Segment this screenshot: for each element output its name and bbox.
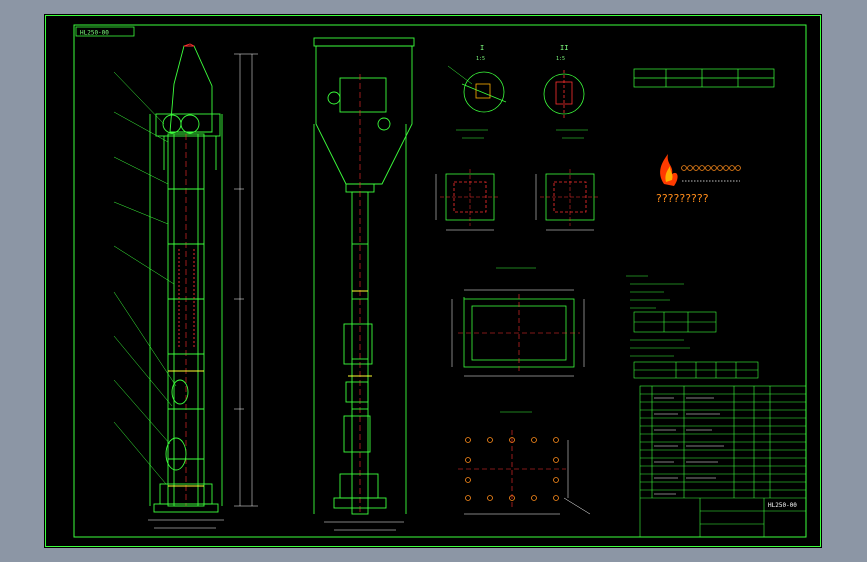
detail-1-scale: 1:5 [476, 56, 485, 62]
detail-2-label: II [560, 44, 568, 52]
elevation-side-view [313, 37, 415, 531]
title-tag: HL250-00 [80, 30, 109, 37]
cad-drawing: HL250-00 [45, 15, 821, 547]
flange-captions [456, 129, 588, 413]
company-name: ????????? [656, 192, 709, 205]
detail-2-scale: 1:5 [556, 56, 565, 62]
flange-views [435, 169, 600, 231]
detail-views [447, 65, 585, 118]
detail-1-label: I [480, 44, 484, 52]
drawing-canvas[interactable]: HL250-00 [44, 14, 822, 548]
inner-border [73, 24, 807, 538]
outlet-flange-view [451, 289, 585, 377]
drawing-border [45, 15, 821, 547]
technical-notes [626, 275, 759, 379]
elevation-front-view [113, 43, 258, 529]
title-tag-box [75, 26, 135, 37]
parts-list-table [639, 385, 807, 538]
bolt-pattern-view [458, 430, 591, 515]
parts-list-text [654, 397, 724, 495]
drawing-number: HL250-00 [768, 502, 797, 509]
company-logo [660, 154, 741, 186]
parameter-table [633, 68, 775, 88]
